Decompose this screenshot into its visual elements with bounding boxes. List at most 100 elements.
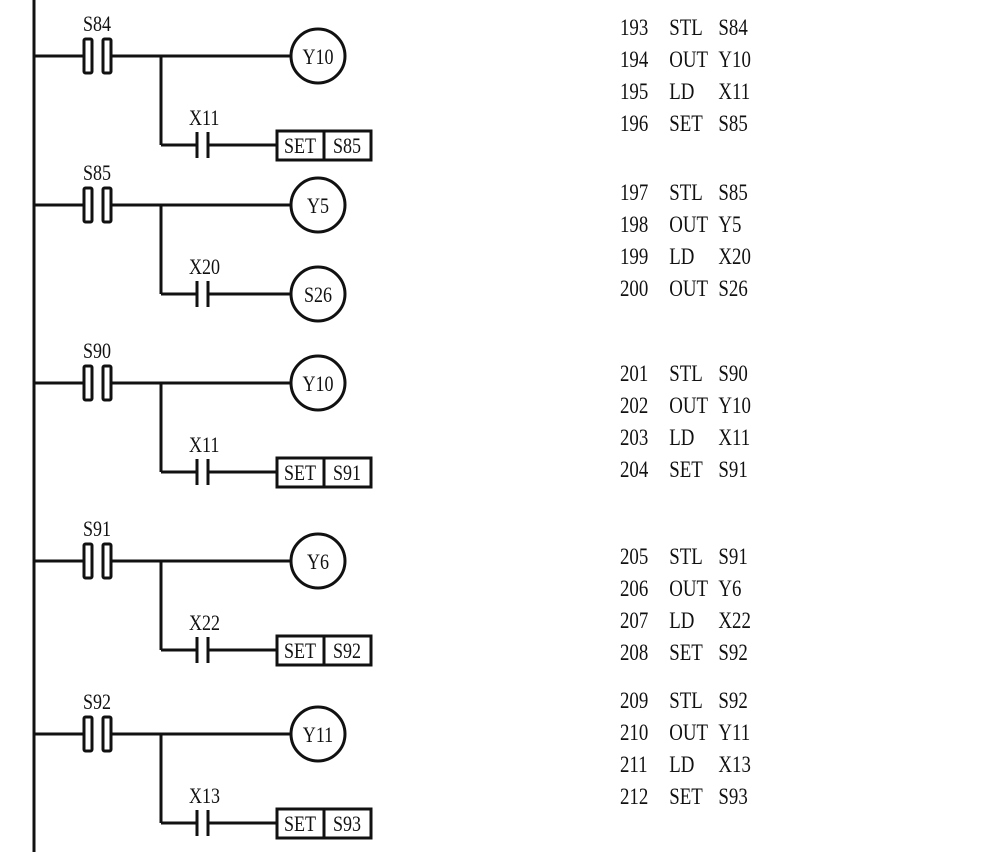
set-target-label: S92 [333,639,361,663]
instruction-operand: S91 [718,544,748,569]
instruction-mnemonic: LD [669,752,695,777]
instruction-mnemonic: LD [669,244,695,269]
step-number: 208 [620,640,649,665]
instruction-operand: S92 [718,640,748,665]
output-coil-label: S26 [304,283,332,307]
output-coil [289,705,347,763]
step-number: 212 [620,784,649,809]
instruction-mnemonic: STL [669,544,703,569]
instruction-operand: S90 [718,361,748,386]
instruction-mnemonic: OUT [669,47,708,72]
normally-open-contact [195,637,210,663]
output-coil-label: Y10 [302,45,333,69]
instruction-operand: Y10 [718,47,751,72]
set-target-label: S91 [333,461,361,485]
stl-contact-label: S91 [83,517,111,541]
set-instruction-box: SET S92 [275,634,373,667]
instruction-mnemonic: SET [669,111,703,136]
instruction-mnemonic: OUT [669,212,708,237]
step-number: 197 [620,180,649,205]
set-instruction-box: SET S93 [275,807,373,840]
output-coil-label: Y6 [307,550,329,574]
set-instruction-label: SET [284,639,316,663]
instruction-operand: X13 [718,752,751,777]
set-instruction-label: SET [284,461,316,485]
instruction-mnemonic: SET [669,457,703,482]
stl-contact-label: S90 [83,339,111,363]
stl-contact [82,542,113,580]
step-number: 204 [620,457,649,482]
instruction-mnemonic: OUT [669,393,708,418]
step-number: 209 [620,688,649,713]
step-number: 206 [620,576,649,601]
output-coil [289,265,347,323]
stl-contact [82,37,113,75]
instruction-operand: Y5 [718,212,742,237]
instruction-mnemonic: OUT [669,720,708,745]
stl-contact-label: S85 [83,161,111,185]
set-instruction-label: SET [284,812,316,836]
stl-contact-label: S84 [83,12,111,36]
step-number: 200 [620,276,649,301]
step-number: 196 [620,111,649,136]
set-target-label: S85 [333,134,361,158]
instruction-mnemonic: STL [669,361,703,386]
output-coil-label: Y11 [303,723,333,747]
normally-open-contact [195,281,210,307]
instruction-operand: X20 [718,244,751,269]
step-number: 193 [620,15,649,40]
instruction-operand: S84 [718,15,748,40]
stl-contact [82,715,113,753]
set-instruction-label: SET [284,134,316,158]
instruction-mnemonic: STL [669,180,703,205]
step-number: 201 [620,361,649,386]
instruction-mnemonic: SET [669,640,703,665]
instruction-mnemonic: OUT [669,276,708,301]
step-number: 194 [620,47,649,72]
set-target-label: S93 [333,812,361,836]
stl-contact-label: S92 [83,690,111,714]
output-coil [289,354,347,412]
instruction-operand: X11 [718,425,751,450]
branch-contact-label: X22 [189,611,220,635]
step-number: 198 [620,212,649,237]
stl-contact [82,364,113,402]
instruction-operand: Y11 [718,720,751,745]
branch-contact-label: X13 [189,784,220,808]
instruction-operand: Y6 [718,576,742,601]
output-coil-label: Y5 [307,194,329,218]
instruction-operand: S91 [718,457,748,482]
branch-contact-label: X11 [189,433,219,457]
stl-contact [82,186,113,224]
instruction-mnemonic: LD [669,79,695,104]
output-coil [289,176,347,234]
step-number: 211 [620,752,648,777]
set-instruction-box: SET S85 [275,129,373,162]
branch-contact-label: X11 [189,106,219,130]
instruction-operand: S92 [718,688,748,713]
output-coil-label: Y10 [302,372,333,396]
output-coil [289,27,347,85]
step-number: 207 [620,608,649,633]
normally-open-contact [195,132,210,158]
instruction-mnemonic: STL [669,15,703,40]
step-number: 195 [620,79,649,104]
step-number: 203 [620,425,649,450]
instruction-operand: X22 [718,608,751,633]
instruction-operand: S93 [718,784,748,809]
instruction-mnemonic: SET [669,784,703,809]
instruction-operand: S85 [718,111,748,136]
instruction-operand: X11 [718,79,751,104]
instruction-mnemonic: LD [669,425,695,450]
step-number: 205 [620,544,649,569]
instruction-operand: S85 [718,180,748,205]
instruction-mnemonic: LD [669,608,695,633]
instruction-mnemonic: OUT [669,576,708,601]
step-number: 202 [620,393,649,418]
normally-open-contact [195,810,210,836]
